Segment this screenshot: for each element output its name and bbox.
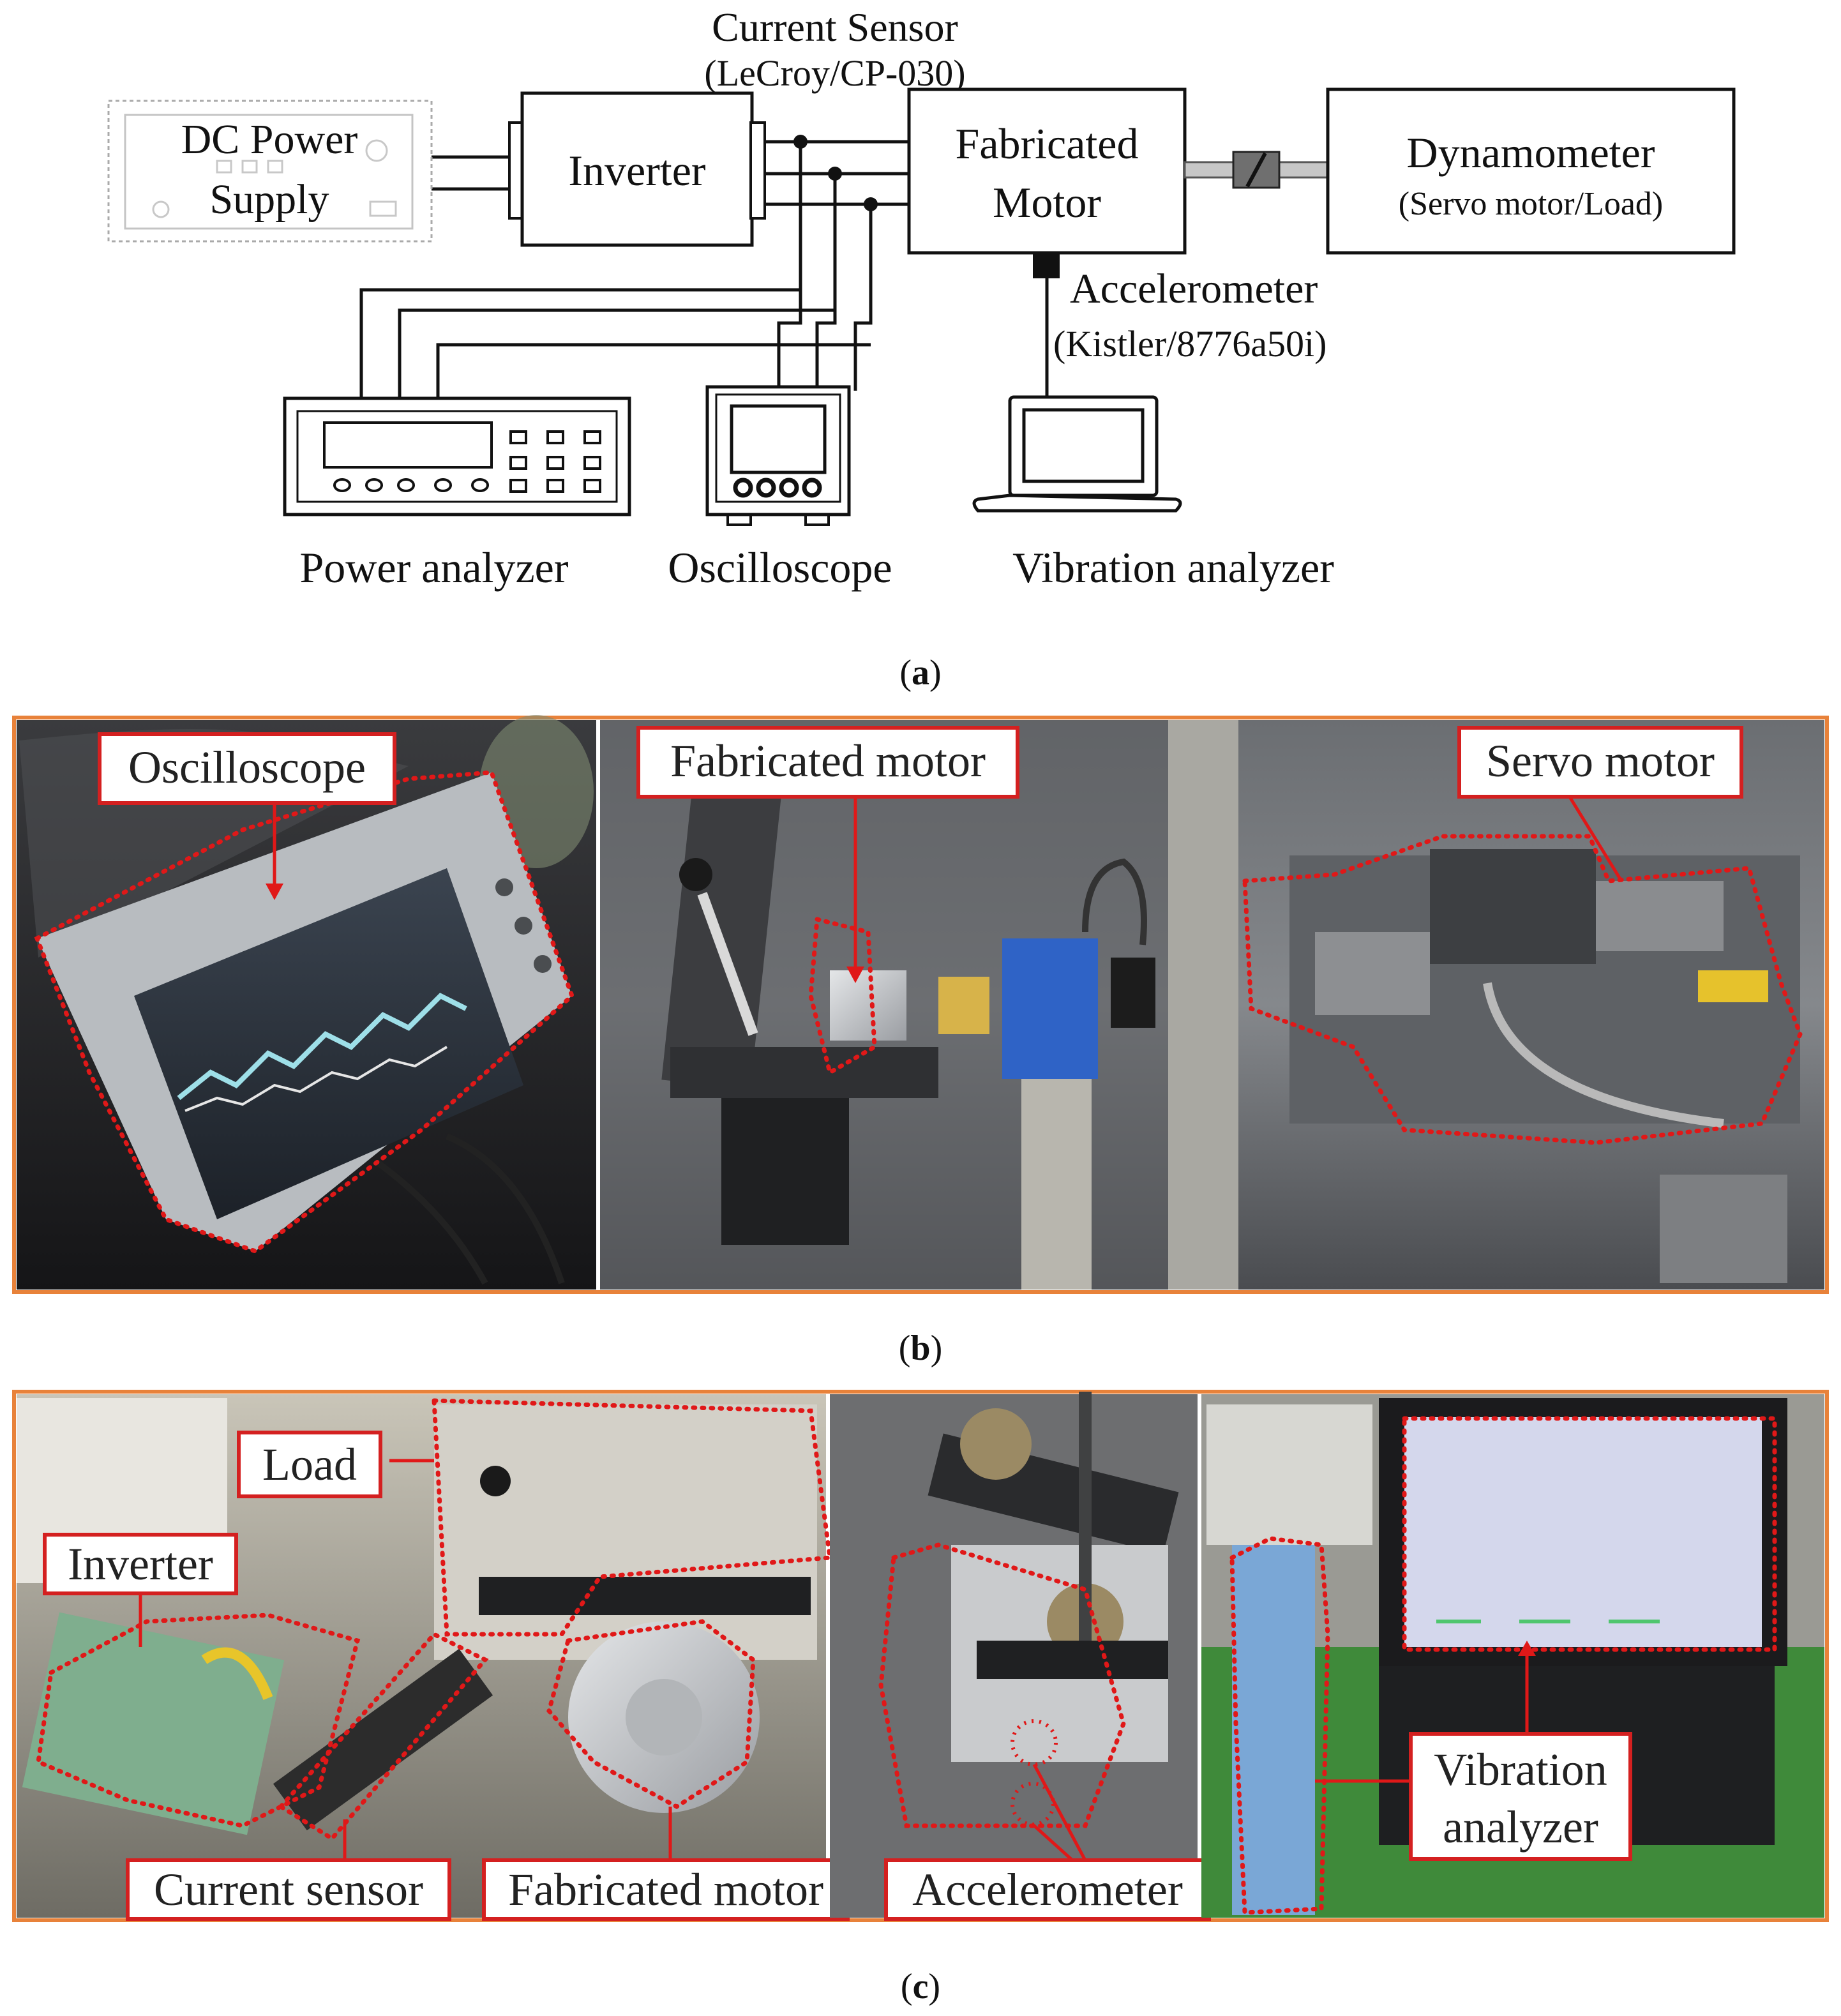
laptop-screen-highlight bbox=[1402, 1416, 1777, 1652]
photo-c-current-sensor-label: Current sensor bbox=[154, 1864, 423, 1915]
photo-inverter-load: Load Inverter Current sensor bbox=[17, 1394, 832, 1921]
accelerometer-sensor bbox=[1033, 253, 1060, 278]
vibration-analyzer-label: Vibration analyzer bbox=[1012, 543, 1334, 592]
vibration-box-highlight bbox=[1229, 1536, 1330, 1915]
photo-c-accelerometer-label: Accelerometer bbox=[912, 1864, 1183, 1915]
fabricated-motor-c-highlight bbox=[546, 1619, 756, 1810]
fabricated-motor-label-line2: Motor bbox=[993, 178, 1101, 227]
photo-b-oscilloscope-label: Oscilloscope bbox=[128, 742, 366, 793]
power-analyzer-label: Power analyzer bbox=[299, 543, 568, 592]
inverter-block: Inverter bbox=[508, 91, 766, 247]
photo-b-fabricated-motor-label: Fabricated motor bbox=[670, 735, 986, 786]
photo-c-fabricated-motor-label: Fabricated motor bbox=[508, 1864, 823, 1915]
caption-a: (a) bbox=[899, 653, 941, 693]
photo-c-inverter-label: Inverter bbox=[68, 1538, 213, 1590]
signal-wires bbox=[359, 140, 1049, 400]
dynamometer-note: (Servo motor/Load) bbox=[1399, 186, 1663, 222]
caption-b: (b) bbox=[899, 1328, 942, 1368]
accelerometer-label: Accelerometer bbox=[1070, 266, 1318, 312]
dynamometer-block: Dynamometer (Servo motor/Load) bbox=[1326, 87, 1736, 255]
accelerometer-model: (Kistler/8776a50i) bbox=[1053, 323, 1326, 365]
dc-power-supply-block: DC Power Supply bbox=[107, 100, 433, 243]
current-sensor-model: (LeCroy/CP-030) bbox=[704, 52, 965, 94]
caption-c: (c) bbox=[901, 1967, 940, 2006]
oscilloscope-highlight bbox=[34, 770, 575, 1254]
current-sensor-label: Current Sensor bbox=[712, 4, 958, 50]
photo-accelerometer: Accelerometer bbox=[830, 1392, 1211, 1921]
inverter-highlight bbox=[36, 1613, 361, 1828]
photo-vibration-analyzer: Vibration analyzer bbox=[1201, 1394, 1824, 1918]
servo-motor-highlight bbox=[1242, 834, 1803, 1145]
photo-panel-c: Load Inverter Current sensor Fabricated … bbox=[12, 1390, 1829, 1922]
photo-b-servo-motor-label: Servo motor bbox=[1486, 735, 1715, 786]
dynamometer-label: Dynamometer bbox=[1407, 128, 1655, 177]
oscilloscope-device bbox=[705, 385, 851, 526]
junction-dots bbox=[793, 135, 878, 211]
photo-c-vibration-analyzer-label-line2: analyzer bbox=[1443, 1802, 1598, 1853]
photo-motor-bench: Fabricated motor Servo motor bbox=[600, 720, 1824, 1290]
shaft-coupling bbox=[1184, 151, 1329, 189]
vibration-analyzer-device bbox=[972, 395, 1182, 513]
accelerometer-point-1 bbox=[1011, 1719, 1058, 1766]
dc-power-supply-label-line2: Supply bbox=[209, 176, 329, 223]
inverter-label: Inverter bbox=[568, 146, 706, 195]
load-highlight bbox=[432, 1398, 832, 1637]
accelerometer-body-highlight bbox=[878, 1542, 1126, 1828]
fabricated-motor-block: Fabricated Motor bbox=[907, 87, 1187, 278]
photo-c-load-label: Load bbox=[262, 1439, 357, 1490]
photo-c-vibration-analyzer-label-line1: Vibration bbox=[1434, 1744, 1607, 1795]
fabricated-motor-highlight bbox=[808, 916, 877, 1076]
power-analyzer-device bbox=[283, 396, 631, 516]
oscilloscope-label: Oscilloscope bbox=[668, 543, 892, 592]
current-sensor-highlight bbox=[277, 1631, 489, 1842]
photo-oscilloscope: Oscilloscope bbox=[17, 715, 596, 1290]
dc-power-supply-label-line1: DC Power bbox=[181, 116, 358, 163]
photo-panel-b: Oscilloscope bbox=[12, 715, 1829, 1294]
fabricated-motor-label-line1: Fabricated bbox=[956, 119, 1139, 168]
block-diagram: DC Power Supply Inverter Current Sensor … bbox=[107, 4, 1736, 592]
